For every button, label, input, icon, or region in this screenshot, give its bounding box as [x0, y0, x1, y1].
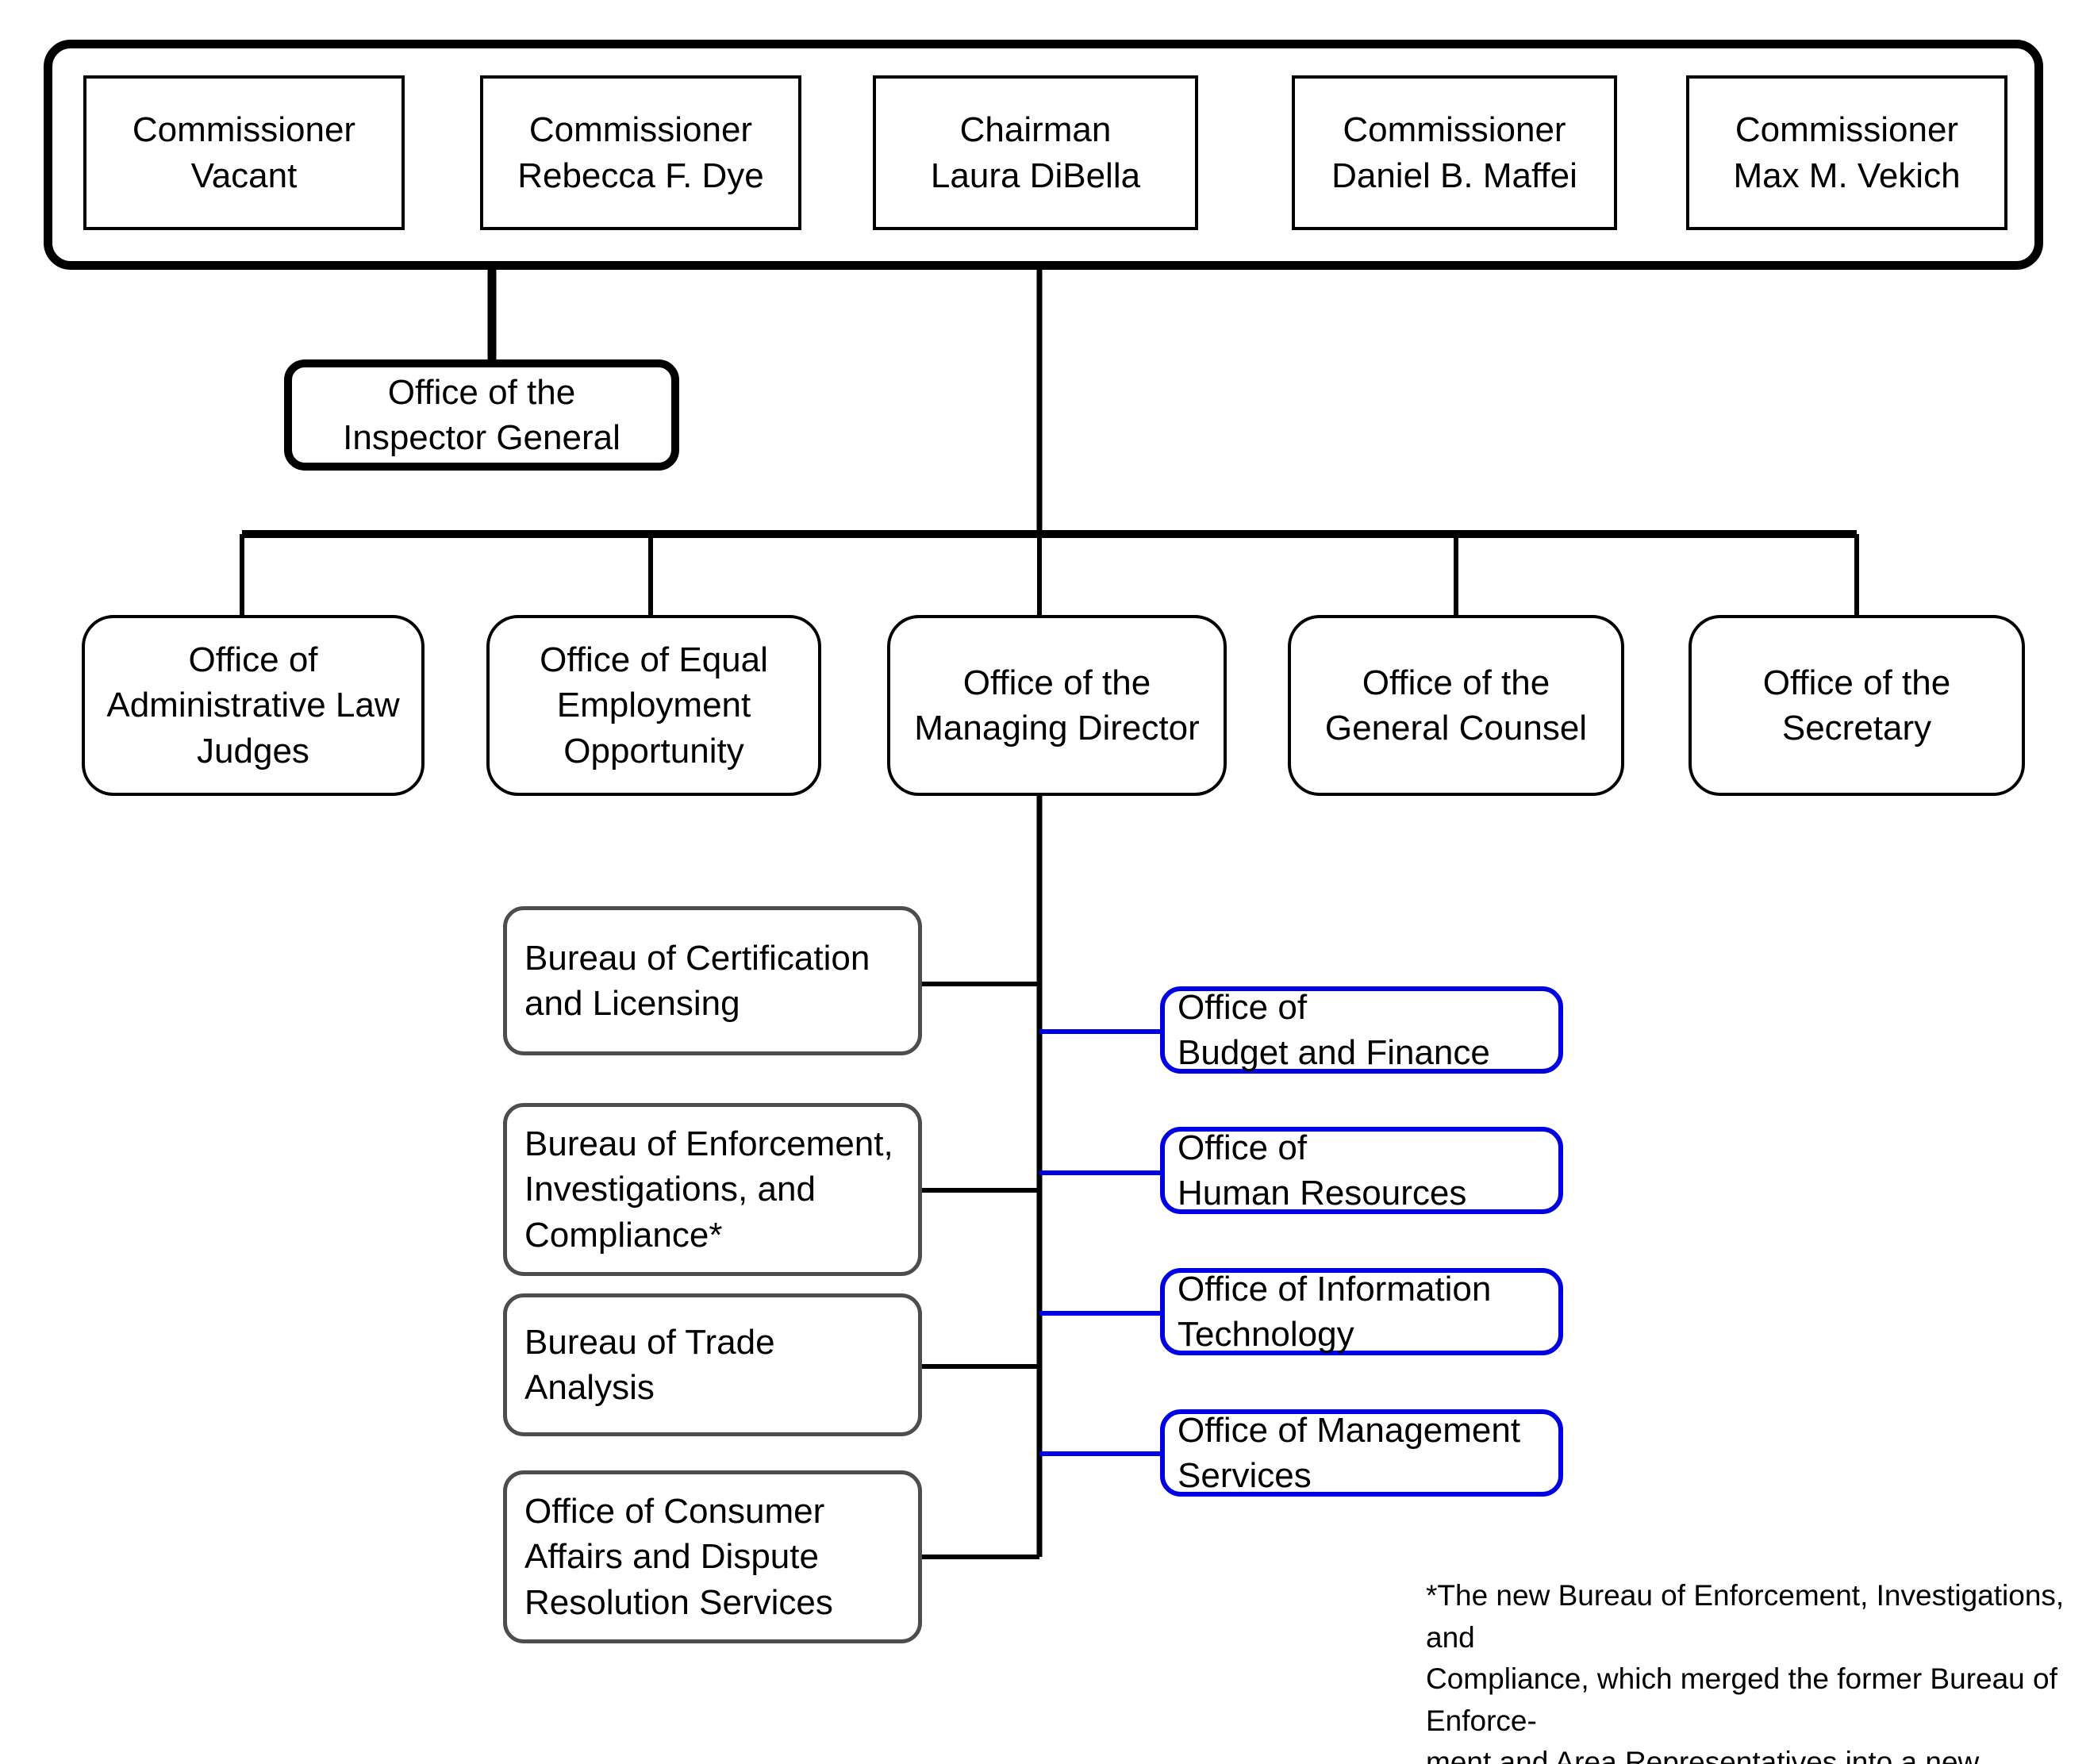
- node-office-of-consumer-affairs-and-dispute-resolution-services[interactable]: Office of Consumer Affairs and Dispute R…: [503, 1470, 922, 1643]
- commissioner-card-daniel-b-maffei[interactable]: Commissioner Daniel B. Maffei: [1292, 75, 1617, 230]
- node-office-of-the-managing-director[interactable]: Office of the Managing Director: [887, 615, 1227, 796]
- node-office-of-the-inspector-general[interactable]: Office of the Inspector General: [284, 359, 679, 471]
- footnote-text: *The new Bureau of Enforcement, Investig…: [1426, 1579, 2065, 1764]
- node-office-of-information-technology[interactable]: Office of Information Technology: [1160, 1268, 1563, 1355]
- node-bureau-of-trade-analysis[interactable]: Bureau of Trade Analysis: [503, 1293, 922, 1436]
- node-office-of-human-resources[interactable]: Office of Human Resources: [1160, 1127, 1563, 1214]
- commissioner-card-max-m-vekich[interactable]: Commissioner Max M. Vekich: [1686, 75, 2007, 230]
- node-bureau-of-enforcement-investigations-and-compliance[interactable]: Bureau of Enforcement, Investigations, a…: [503, 1103, 922, 1276]
- commissioner-card-rebecca-f-dye[interactable]: Commissioner Rebecca F. Dye: [480, 75, 801, 230]
- node-office-of-equal-employment-opportunity[interactable]: Office of Equal Employment Opportunity: [486, 615, 821, 796]
- node-bureau-of-certification-and-licensing[interactable]: Bureau of Certification and Licensing: [503, 906, 922, 1055]
- node-office-of-the-secretary[interactable]: Office of the Secretary: [1689, 615, 2025, 796]
- node-office-of-budget-and-finance[interactable]: Office of Budget and Finance: [1160, 986, 1563, 1074]
- node-office-of-administrative-law-judges[interactable]: Office of Administrative Law Judges: [82, 615, 425, 796]
- node-office-of-the-general-counsel[interactable]: Office of the General Counsel: [1288, 615, 1624, 796]
- node-office-of-management-services[interactable]: Office of Management Services: [1160, 1409, 1563, 1497]
- chairman-card-laura-dibella[interactable]: Chairman Laura DiBella: [873, 75, 1198, 230]
- commissioner-card-vacant[interactable]: Commissioner Vacant: [83, 75, 405, 230]
